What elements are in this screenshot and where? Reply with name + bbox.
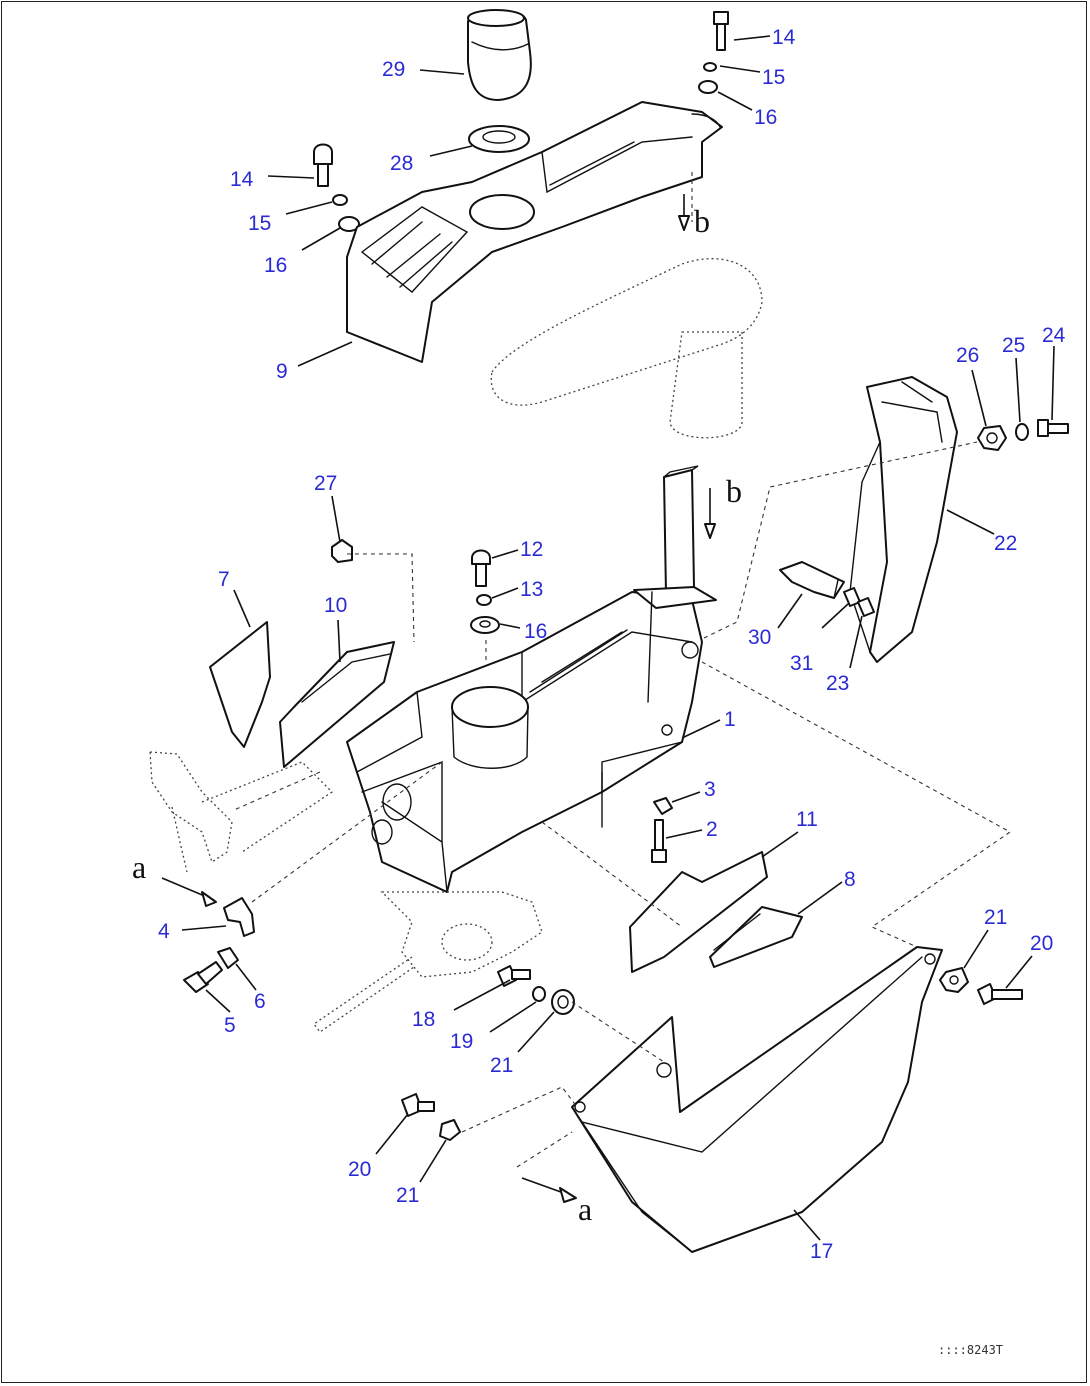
nut-3 (653, 797, 673, 815)
grommet-21-center (551, 989, 575, 1015)
part-27-clip (331, 539, 353, 563)
callout-8: 8 (844, 868, 856, 891)
callout-30: 30 (748, 626, 771, 649)
callout-15-top: 15 (762, 66, 785, 89)
callout-26: 26 (956, 344, 979, 367)
callout-21-bottom: 21 (396, 1184, 419, 1207)
nut-26 (977, 425, 1007, 451)
callout-27: 27 (314, 472, 337, 495)
part-1-console-frame (346, 465, 717, 893)
callout-14-left: 14 (230, 168, 254, 191)
part-10-plate (279, 641, 395, 768)
callout-31: 31 (790, 652, 813, 675)
part-4-bracket (223, 897, 255, 937)
washer-15-top-right (703, 62, 717, 72)
leader-lines (181, 35, 1055, 1241)
callout-2: 2 (706, 818, 718, 841)
callout-16-top: 16 (754, 106, 777, 129)
callout-19: 19 (450, 1030, 473, 1053)
view-marker-a-bottom: a (578, 1191, 592, 1227)
callout-20-right: 20 (1030, 932, 1053, 955)
callout-22: 22 (994, 532, 1017, 555)
washer-13 (476, 594, 492, 606)
washer-15-left (332, 194, 348, 206)
reference-dashed-lines (233, 172, 1012, 1168)
callout-11: 11 (796, 808, 818, 831)
callout-16-center: 16 (524, 620, 547, 643)
callout-16-left: 16 (264, 254, 287, 277)
bolt-14-left (313, 143, 333, 187)
bolt-12 (471, 549, 491, 587)
part-17-lower-cover (571, 946, 943, 1253)
part-11-plate (629, 851, 768, 973)
ghost-lower-bracket (313, 891, 543, 1033)
callout-17: 17 (810, 1240, 833, 1263)
nut-6 (217, 947, 239, 969)
view-arrows (161, 194, 716, 1203)
part-28-ring (468, 125, 530, 153)
washer-19 (532, 986, 546, 1002)
callout-28: 28 (390, 152, 413, 175)
callout-1: 1 (724, 708, 736, 731)
callout-15-left: 15 (248, 212, 271, 235)
bolt-20-bottom (401, 1093, 435, 1117)
view-marker-a-left: a (132, 849, 146, 885)
drawing-code: ::::8243T (938, 1343, 1003, 1357)
part-7-plate (209, 621, 271, 748)
callout-10: 10 (324, 594, 347, 617)
callout-14-top: 14 (772, 26, 796, 49)
nut-21-bottom (439, 1119, 461, 1141)
bolt-5 (183, 961, 223, 993)
part-22-side-panel (849, 376, 958, 663)
callout-25: 25 (1002, 334, 1025, 357)
callout-20-bottom: 20 (348, 1158, 371, 1181)
callout-29: 29 (382, 58, 405, 81)
callout-12: 12 (520, 538, 543, 561)
part-29-knob (467, 9, 532, 101)
bolt-14-top-right (713, 11, 729, 51)
bolt-20-right (977, 983, 1023, 1005)
callout-5: 5 (224, 1014, 236, 1037)
washer-16-center (470, 616, 500, 634)
bolt-24 (1037, 419, 1069, 437)
callout-4: 4 (158, 920, 170, 943)
washer-16-left (338, 216, 360, 232)
callout-3: 3 (704, 778, 716, 801)
ghost-armrest (490, 258, 763, 439)
callout-21-right: 21 (984, 906, 1007, 929)
callout-18: 18 (412, 1008, 435, 1031)
washer-16-top-right (698, 80, 718, 94)
callout-labels: 29 14 15 16 28 14 15 16 9 26 25 24 22 27… (158, 26, 1066, 1263)
part-9-upper-cover (346, 101, 723, 363)
nut-21-right (939, 967, 969, 993)
view-marker-labels: b b a a (132, 203, 742, 1227)
bolt-18 (497, 965, 531, 987)
view-marker-b-top: b (694, 203, 710, 239)
callout-23: 23 (826, 672, 849, 695)
part-8-plate (709, 906, 803, 968)
ghost-linkage-left (149, 751, 334, 873)
callout-7: 7 (218, 568, 230, 591)
bolt-2 (651, 819, 667, 863)
washer-25 (1015, 423, 1029, 441)
callout-24: 24 (1042, 324, 1066, 347)
part-23-clip (857, 597, 875, 617)
part-30-bracket (779, 561, 845, 599)
view-marker-b-middle: b (726, 473, 742, 509)
callout-13: 13 (520, 578, 543, 601)
callout-6: 6 (254, 990, 266, 1013)
callout-9: 9 (276, 360, 288, 383)
callout-21-center: 21 (490, 1054, 513, 1077)
